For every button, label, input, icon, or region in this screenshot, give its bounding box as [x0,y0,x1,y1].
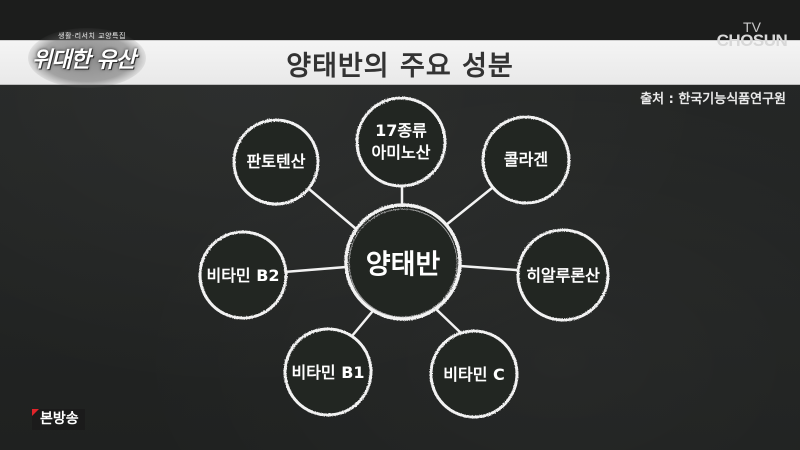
channel-watermark: TV CHOSUN [712,19,792,50]
connector-vitc [435,308,464,336]
logo-title: 위대한 유산 [32,48,136,73]
circle-collagen [481,115,571,205]
node-vitb1: 비타민 B1 [291,363,365,382]
center-label: 양태반 [365,249,441,281]
node-vitb2: 비타민 B2 [206,266,280,285]
page-title: 양태반의 주요 성분 [286,51,514,82]
node-amino: 17종류 아미노산 [372,120,431,164]
circle-hyaluronic [516,228,610,322]
node-amino-line1: 17종류 [375,121,427,140]
node-amino-line2: 아미노산 [371,143,431,162]
connector-lines [282,184,518,338]
circle-vitb2 [198,230,288,320]
badge-label: 본방송 [40,411,79,427]
top-letterbox [0,0,800,40]
circle-amino [355,96,447,188]
circle-vitb1 [283,327,373,417]
badge-red-corner-icon [32,409,39,416]
circle-pantothenic [232,118,320,206]
source-credit: 출처 : 한국기능식품연구원 [640,92,786,107]
connector-vitb1 [350,310,374,338]
connector-hyaluronic [458,264,518,272]
live-broadcast-badge: 본방송 [32,409,85,430]
node-hyaluronic: 히알루론산 [526,266,600,285]
node-pantothenic: 판토텐산 [246,152,306,171]
channel-tv: TV [743,19,761,35]
node-vitc: 비타민 C [443,365,505,384]
program-logo: 생활·리서치 교양특집 위대한 유산 [18,22,148,94]
connector-pantothenic [307,187,357,230]
connector-collagen [444,186,494,227]
logo-brush-stroke [28,28,146,88]
logo-subtitle: 생활·리서치 교양특집 [58,32,126,40]
node-collagen: 콜라겐 [503,150,549,169]
channel-name: CHOSUN [716,31,788,50]
connector-vitb2 [282,265,348,274]
circle-vitc [429,329,519,419]
